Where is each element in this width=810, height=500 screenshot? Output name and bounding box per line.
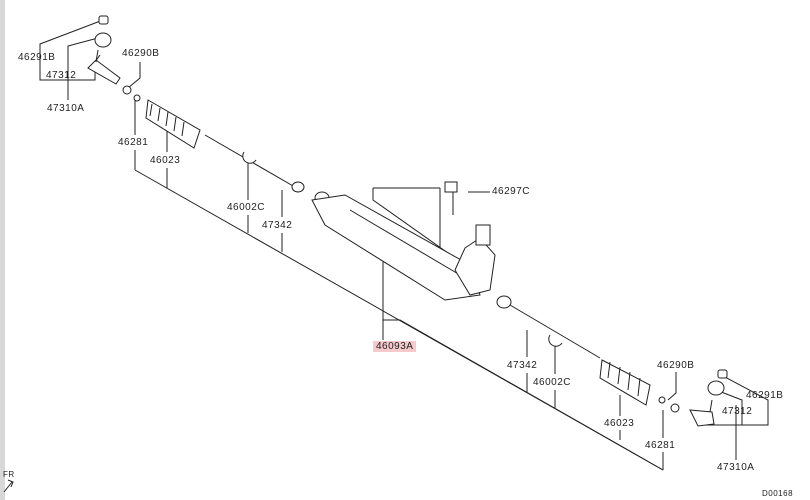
fr-label: FR [3, 470, 15, 479]
diagram-code: D00168 [762, 489, 794, 498]
leader-lines [39, 19, 769, 471]
label-47312-right[interactable]: 47312 [722, 406, 753, 417]
label-46291B-right[interactable]: 46291B [746, 390, 784, 401]
steering-rack [311, 181, 512, 309]
label-46290B-right[interactable]: 46290B [657, 360, 695, 371]
label-46023-right[interactable]: 46023 [604, 418, 635, 429]
label-47312-left[interactable]: 47312 [46, 70, 77, 81]
left-parts [87, 15, 305, 193]
fr-arrow-icon [3, 479, 14, 493]
label-46002C-right[interactable]: 46002C [533, 377, 572, 388]
label-46023-left[interactable]: 46023 [150, 155, 181, 166]
label-46002C-left[interactable]: 46002C [227, 202, 266, 213]
label-46297C[interactable]: 46297C [492, 186, 531, 197]
right-parts [509, 304, 728, 427]
label-47310A-left[interactable]: 47310A [47, 103, 85, 114]
left-border [0, 0, 5, 500]
label-46093A[interactable]: 46093A [373, 341, 417, 352]
label-46281-left[interactable]: 46281 [118, 137, 149, 148]
label-47342-left[interactable]: 47342 [262, 220, 293, 231]
label-46290B-left[interactable]: 46290B [122, 48, 160, 59]
label-47342-right[interactable]: 47342 [507, 360, 538, 371]
label-46281-right[interactable]: 46281 [645, 440, 676, 451]
label-46291B-left[interactable]: 46291B [18, 52, 56, 63]
label-47310A-right[interactable]: 47310A [717, 462, 755, 473]
